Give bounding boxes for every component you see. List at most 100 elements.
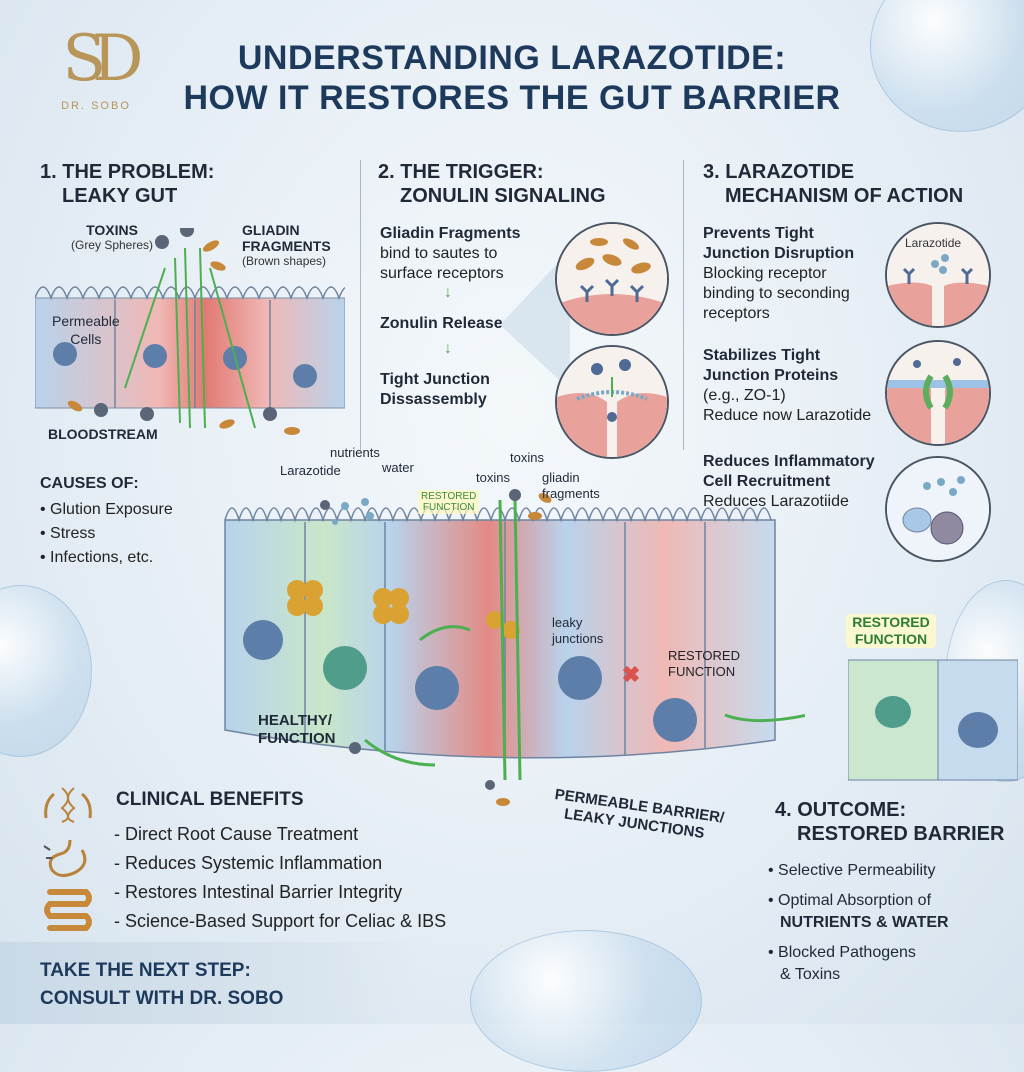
trigger-step-3-line2: Dissassembly [380,391,487,408]
section2-title-line2: ZONULIN SIGNALING [400,185,606,207]
toxins-label: TOXINS (Grey Spheres) [62,222,162,252]
central-epithelium-illustration [224,489,805,806]
restored2-line2: FUNCTION [668,664,736,679]
page-title: UNDERSTANDING LARAZOTIDE: HOW IT RESTORE… [0,38,1024,118]
trigger-step-1-bold: Gliadin Fragments [380,225,521,242]
benefit-item: - Restores Intestinal Barrier Integrity [114,882,403,902]
permeable-cells-line1: Permeable [52,313,120,329]
outcome-cells-illustration [848,659,1018,781]
section2-title: 2. THE TRIGGER: ZONULIN SIGNALING [378,160,606,208]
mechanism-1-line2: binding to seconding [703,285,850,302]
outcome-badge-line1: RESTORED [852,614,930,630]
larazotide-circle-label: Larazotide [905,236,962,250]
mechanism-3-bold2: Cell Recruitment [703,473,831,490]
trigger-step-2: Zonulin Release [380,315,503,332]
outcome-title-line2: RESTORED BARRIER [797,823,1005,845]
leaky-junctions-line1: leaky [552,615,583,630]
section1-title-line1: 1. THE PROBLEM: [40,161,215,183]
cause-item: • Glution Exposure [40,501,173,518]
divider-2 [683,160,684,450]
clinical-benefits: CLINICAL BENEFITS - Direct Root Cause Tr… [114,789,446,936]
restored1-line1: RESTORED [421,491,477,502]
cause-item: • Infections, etc. [40,549,154,566]
down-arrow-1: ↓ [444,284,452,301]
gliadin-label-line1: GLIADIN [242,222,300,238]
inflammatory-cells-circle [885,456,991,562]
mechanism-1-line3: receptors [703,305,770,322]
section1-title: 1. THE PROBLEM: LEAKY GUT [40,160,214,208]
water-label: water [382,460,414,475]
restored1-line2: FUNCTION [422,502,475,513]
bg-cell-left [0,585,92,757]
mechanism-2-bold2: Junction Proteins [703,367,839,384]
gliadin-label-line2: FRAGMENTS [242,238,331,254]
larazotide-blocking-circle: Larazotide [885,222,991,328]
section3-title-line1: 3. LARAZOTIDE [703,161,855,183]
section3-title: 3. LARAZOTIDE MECHANISM OF ACTION [703,160,963,208]
trigger-step-1-line3: surface receptors [380,265,504,282]
gliadin-label: GLIADIN FRAGMENTS (Brown shapes) [242,222,331,268]
outcome-title: 4. OUTCOME: RESTORED BARRIER [775,798,1004,846]
title-line-1: UNDERSTANDING LARAZOTIDE: [237,39,787,77]
leaky-junctions-label: leaky junctions [552,615,603,647]
toxins-label-title: TOXINS [86,222,138,238]
mechanism-3: Reduces Inflammatory Cell Recruitment Re… [703,452,875,512]
benefits-list: - Direct Root Cause Treatment - Reduces … [114,820,446,936]
intestine-icon [44,889,92,931]
gliadin-fragments-line1: gliadin [542,470,580,485]
outcome-item-3-line1: • Blocked Pathogens [768,944,916,961]
healthy-line1: HEALTHY/ [258,712,332,729]
mechanism-2-line1: (e.g., ZO-1) [703,387,786,404]
leaky-gut-illustration [35,228,345,435]
tight-junction-stabilize-circle [885,340,991,446]
leaky-junctions-line2: junctions [552,631,604,646]
outcome-item-1: • Selective Permeability [768,862,936,879]
mechanism-2-bold1: Stabilizes Tight [703,347,821,364]
causes-list: • Glution Exposure • Stress • Infections… [40,498,173,570]
down-arrow-2: ↓ [444,340,452,357]
junction-disassembly-circle [555,345,669,459]
gliadin-fragments-line2: fragments [542,486,600,501]
mechanism-1-bold2: Junction Disruption [703,245,855,262]
toxins-label-2: toxins [476,470,510,485]
section2-title-line1: 2. THE TRIGGER: [378,161,544,183]
benefit-item: - Direct Root Cause Treatment [114,824,359,844]
benefits-title: CLINICAL BENEFITS [116,789,304,810]
trigger-step-3: Tight Junction Dissassembly [380,370,490,410]
logo: SD DR. SOBO [48,24,144,112]
outcome-title-line1: 4. OUTCOME: [775,799,907,821]
outcome-item-2-line1: • Optimal Absorption of [768,892,932,909]
toxins-top-label: toxins [510,450,544,465]
gliadin-fragments-label: gliadin fragments [542,470,600,502]
mechanism-2: Stabilizes Tight Junction Proteins (e.g.… [703,346,871,426]
hands-dna-icon [44,787,92,823]
trigger-step-1-line2: bind to sautes to [380,245,498,262]
bloodstream-label: BLOODSTREAM [48,426,158,442]
permeable-cells-line2: Cells [70,331,102,347]
trigger-step-3-line1: Tight Junction [380,371,490,388]
section3-title-line2: MECHANISM OF ACTION [725,185,964,207]
mechanism-3-bold1: Reduces Inflammatory [703,453,875,470]
gliadin-label-sub: (Brown shapes) [242,254,327,268]
mechanism-1: Prevents Tight Junction Disruption Block… [703,224,854,324]
divider-1 [360,160,361,450]
logo-monogram: SD [62,22,143,96]
outcome-restored-badge: RESTORED FUNCTION [846,614,936,648]
mechanism-3-line1: Reduces Larazotiide [703,493,849,510]
trigger-step-1: Gliadin Fragments bind to sautes to surf… [380,224,520,284]
restored-function-label-2: RESTORED FUNCTION [668,648,740,680]
toxins-label-sub: (Grey Spheres) [70,238,154,252]
mechanism-1-bold1: Prevents Tight [703,225,814,242]
mechanism-2-line2: Reduce now Larazotide [703,407,872,424]
cta-banner[interactable]: TAKE THE NEXT STEP: CONSULT WITH DR. SOB… [0,942,420,1024]
restored-function-label-1: RESTORED FUNCTION [418,490,480,514]
causes: CAUSES OF: • Glution Exposure • Stress •… [40,474,173,570]
receptor-binding-circle [555,222,669,336]
restored2-line1: RESTORED [668,648,740,663]
benefit-item: - Science-Based Support for Celiac & IBS [114,911,447,931]
logo-name: DR. SOBO [61,100,131,112]
cta-line-2: CONSULT WITH DR. SOBO [40,988,284,1009]
mechanism-1-line1: Blocking receptor [703,265,827,282]
permeable-cells-label: Permeable Cells [52,312,120,348]
title-line-2: HOW IT RESTORES THE GUT BARRIER [183,79,841,117]
